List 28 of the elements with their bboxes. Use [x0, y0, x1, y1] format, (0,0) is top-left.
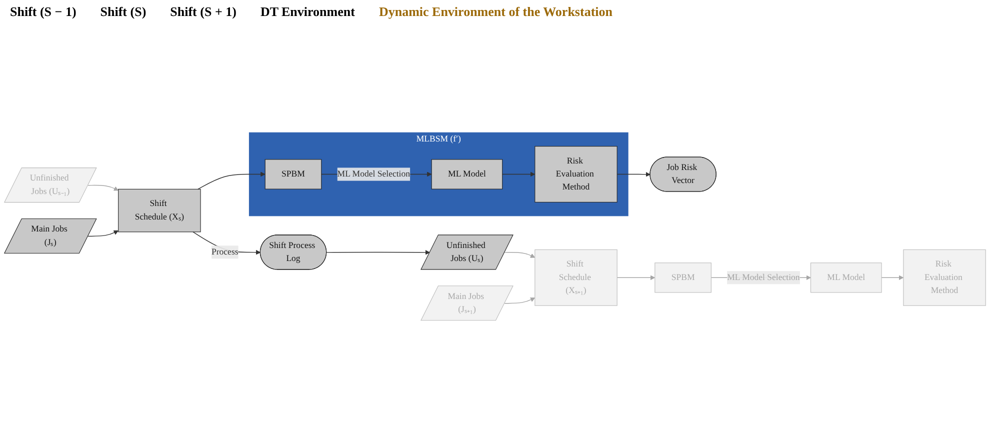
- shift-label: Shift (S − 1): [10, 4, 76, 20]
- environment-label: DT Environment: [260, 4, 355, 20]
- shift-label: Shift (S): [100, 4, 146, 20]
- arrow: [88, 184, 119, 191]
- arrow: [881, 275, 904, 280]
- arrow: [326, 250, 430, 255]
- arrow: [616, 172, 650, 177]
- arrow: [504, 252, 536, 258]
- node-box: [534, 249, 618, 306]
- cluster: [248, 132, 628, 216]
- arrow: [616, 275, 656, 280]
- node-box: [654, 262, 712, 293]
- edge-label: ML Model Selection: [727, 272, 800, 282]
- shift-label: Shift (S + 1): [170, 4, 236, 20]
- node-box: [118, 188, 201, 232]
- arrow: [502, 172, 536, 177]
- node-box: [810, 262, 882, 293]
- arrow: [198, 172, 266, 190]
- edge-label: ML Model Selection: [337, 169, 410, 179]
- arrow: [88, 230, 119, 237]
- node-box: [431, 159, 503, 190]
- node-box: [534, 146, 618, 202]
- node-box: [264, 159, 322, 190]
- edge-label: Process: [211, 247, 238, 257]
- flowchart-drawing: MLBSM (f′) ML Model Selection Process ML Model Selection Unfinished Jobs (Uₛ₋₁) Main Jobs (Jₛ) Shift Schedule (Xₛ) SPBM ML Model Risk Evaluation Method Job Risk Vector Shift Process Log Unfinished Jobs (Uₛ) Main Jobs (Jₛ₊₁) Shift Schedule (Xₛ₊₁) SPBM ML Model Risk Evaluation Method: [0, 24, 990, 429]
- arrow: [504, 298, 536, 304]
- environment-label: Dynamic Environment of the Workstation: [378, 4, 612, 20]
- node-box: [903, 249, 986, 306]
